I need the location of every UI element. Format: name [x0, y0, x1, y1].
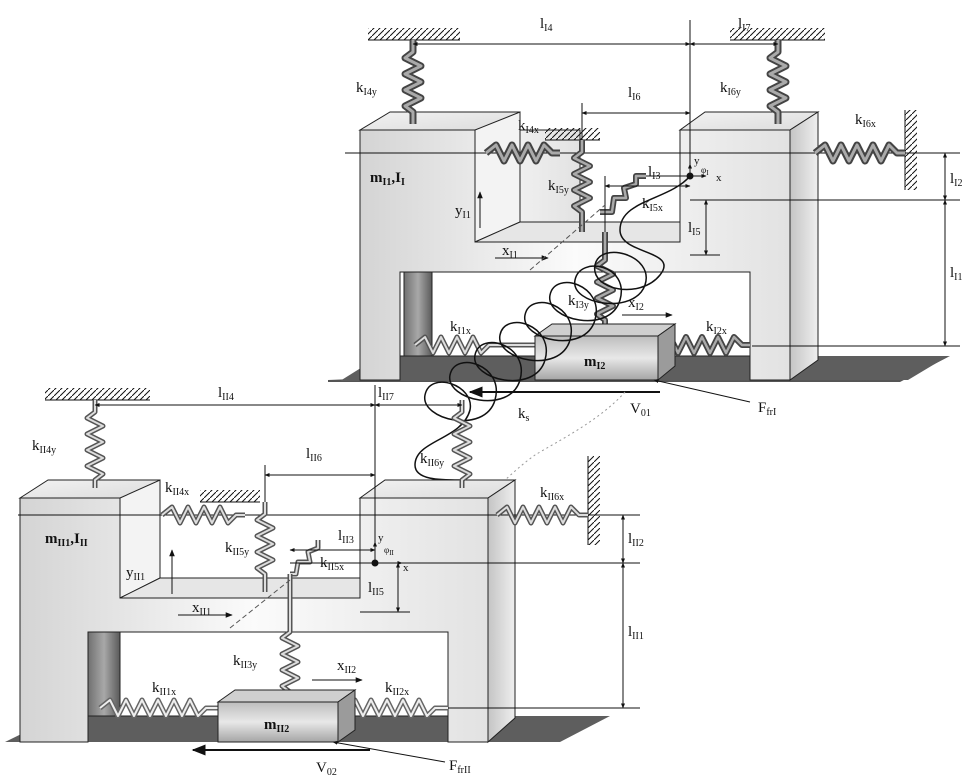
spring-k5x-top — [600, 173, 646, 215]
svg-text:FfrI: FfrI — [758, 400, 776, 418]
svg-text:kI6x: kI6x — [855, 112, 876, 130]
svg-text:lI5: lI5 — [688, 220, 701, 238]
svg-text:xII2: xII2 — [337, 658, 356, 676]
force-arrow-top — [653, 379, 751, 403]
wall-top-right — [904, 110, 917, 190]
svg-text:yI1: yI1 — [455, 203, 471, 221]
svg-text:y: y — [378, 532, 384, 544]
subsystem-top — [328, 20, 960, 403]
svg-text:xI2: xI2 — [628, 295, 644, 313]
svg-text:lI3: lI3 — [648, 164, 661, 182]
svg-text:kII6x: kII6x — [540, 485, 564, 503]
svg-text:mII2: mII2 — [264, 717, 289, 735]
svg-text:kI1x: kI1x — [450, 319, 471, 337]
svg-text:V02: V02 — [316, 760, 337, 778]
svg-text:kI4x: kI4x — [518, 118, 539, 136]
svg-text:φII: φII — [384, 545, 395, 557]
ceiling-bottom-mid — [200, 490, 260, 503]
svg-text:lI7: lI7 — [738, 16, 751, 34]
svg-text:lI1: lI1 — [950, 265, 963, 283]
subsystem-bottom — [5, 385, 640, 763]
svg-text:kII5y: kII5y — [225, 540, 249, 558]
svg-text:y: y — [694, 155, 700, 167]
mass-block-m2-top — [533, 323, 677, 382]
svg-text:kII1x: kII1x — [152, 680, 176, 698]
labels-top: lI4 lI7 lI6 kI4y kI6y kI4x kI6x mI1,II k… — [356, 16, 963, 419]
frame-bottom — [18, 479, 517, 744]
svg-text:lI4: lI4 — [540, 16, 553, 34]
svg-text:kII4y: kII4y — [32, 438, 56, 456]
svg-text:kI4y: kI4y — [356, 80, 377, 98]
wall-bottom-right — [587, 456, 600, 545]
svg-text:lI2: lI2 — [950, 171, 963, 189]
svg-text:kII4x: kII4x — [165, 480, 189, 498]
svg-text:lII5: lII5 — [368, 580, 384, 598]
svg-text:kII3y: kII3y — [233, 653, 257, 671]
spring-ks-coupling — [414, 175, 691, 481]
svg-text:lII3: lII3 — [338, 528, 354, 546]
labels-bottom: lII4 lII7 lII6 kII4y kII6y kII4x kII6x m… — [32, 385, 644, 778]
svg-text:kI6y: kI6y — [720, 80, 741, 98]
mass-block-m2-bottom — [216, 689, 357, 743]
svg-text:FfrII: FfrII — [449, 758, 471, 776]
svg-text:lII1: lII1 — [628, 624, 644, 642]
spring-k5x-bottom — [290, 540, 321, 577]
svg-text:kII6y: kII6y — [420, 451, 444, 469]
svg-text:lII6: lII6 — [306, 446, 322, 464]
label-ks: ks — [518, 406, 530, 424]
svg-text:xI1: xI1 — [502, 243, 518, 261]
svg-text:kI2x: kI2x — [706, 319, 727, 337]
svg-text:kII2x: kII2x — [385, 680, 409, 698]
ceiling-top-left — [368, 28, 460, 41]
svg-text:lI6: lI6 — [628, 85, 641, 103]
svg-text:yII1: yII1 — [126, 565, 145, 583]
svg-text:kI5x: kI5x — [642, 196, 663, 214]
svg-text:kI5y: kI5y — [548, 178, 569, 196]
svg-text:mII1,III: mII1,III — [45, 531, 88, 549]
svg-text:φI: φI — [701, 165, 709, 177]
svg-text:lII7: lII7 — [378, 385, 394, 403]
svg-text:x: x — [403, 562, 409, 574]
svg-text:mI2: mI2 — [584, 354, 605, 372]
ceiling-top-mid — [545, 128, 600, 141]
svg-text:lII4: lII4 — [218, 385, 234, 403]
svg-text:xII1: xII1 — [192, 600, 211, 618]
svg-text:kI3y: kI3y — [568, 293, 589, 311]
force-arrow-bottom — [332, 740, 446, 763]
svg-text:mI1,II: mI1,II — [370, 170, 405, 188]
svg-text:lII2: lII2 — [628, 531, 644, 549]
svg-text:V01: V01 — [630, 401, 651, 419]
svg-text:x: x — [716, 172, 722, 184]
svg-text:kII5x: kII5x — [320, 555, 344, 573]
ceiling-bottom-left — [45, 388, 150, 401]
